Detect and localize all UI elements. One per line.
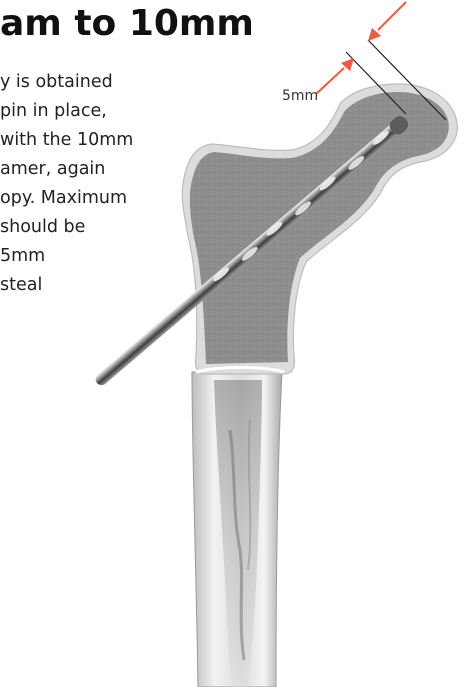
- section-heading: am to 10mm: [0, 2, 254, 46]
- text-line: opy. Maximum: [0, 184, 190, 213]
- proximal-femur-section: [182, 84, 457, 374]
- instructions-text: y is obtained pin in place, with the 10m…: [0, 68, 190, 300]
- arrow-lower-icon: [316, 58, 354, 94]
- text-line: pin in place,: [0, 97, 190, 126]
- dimension-label: 5mm: [282, 88, 318, 104]
- text-line: should be: [0, 213, 190, 242]
- arrow-upper-icon: [368, 2, 406, 41]
- text-line: 5mm: [0, 242, 190, 271]
- text-line: steal: [0, 271, 190, 300]
- text-line: y is obtained: [0, 68, 190, 97]
- dimension-arrows: [316, 2, 406, 94]
- text-line: amer, again: [0, 155, 190, 184]
- text-line: with the 10mm: [0, 126, 190, 155]
- femoral-shaft: [192, 372, 282, 687]
